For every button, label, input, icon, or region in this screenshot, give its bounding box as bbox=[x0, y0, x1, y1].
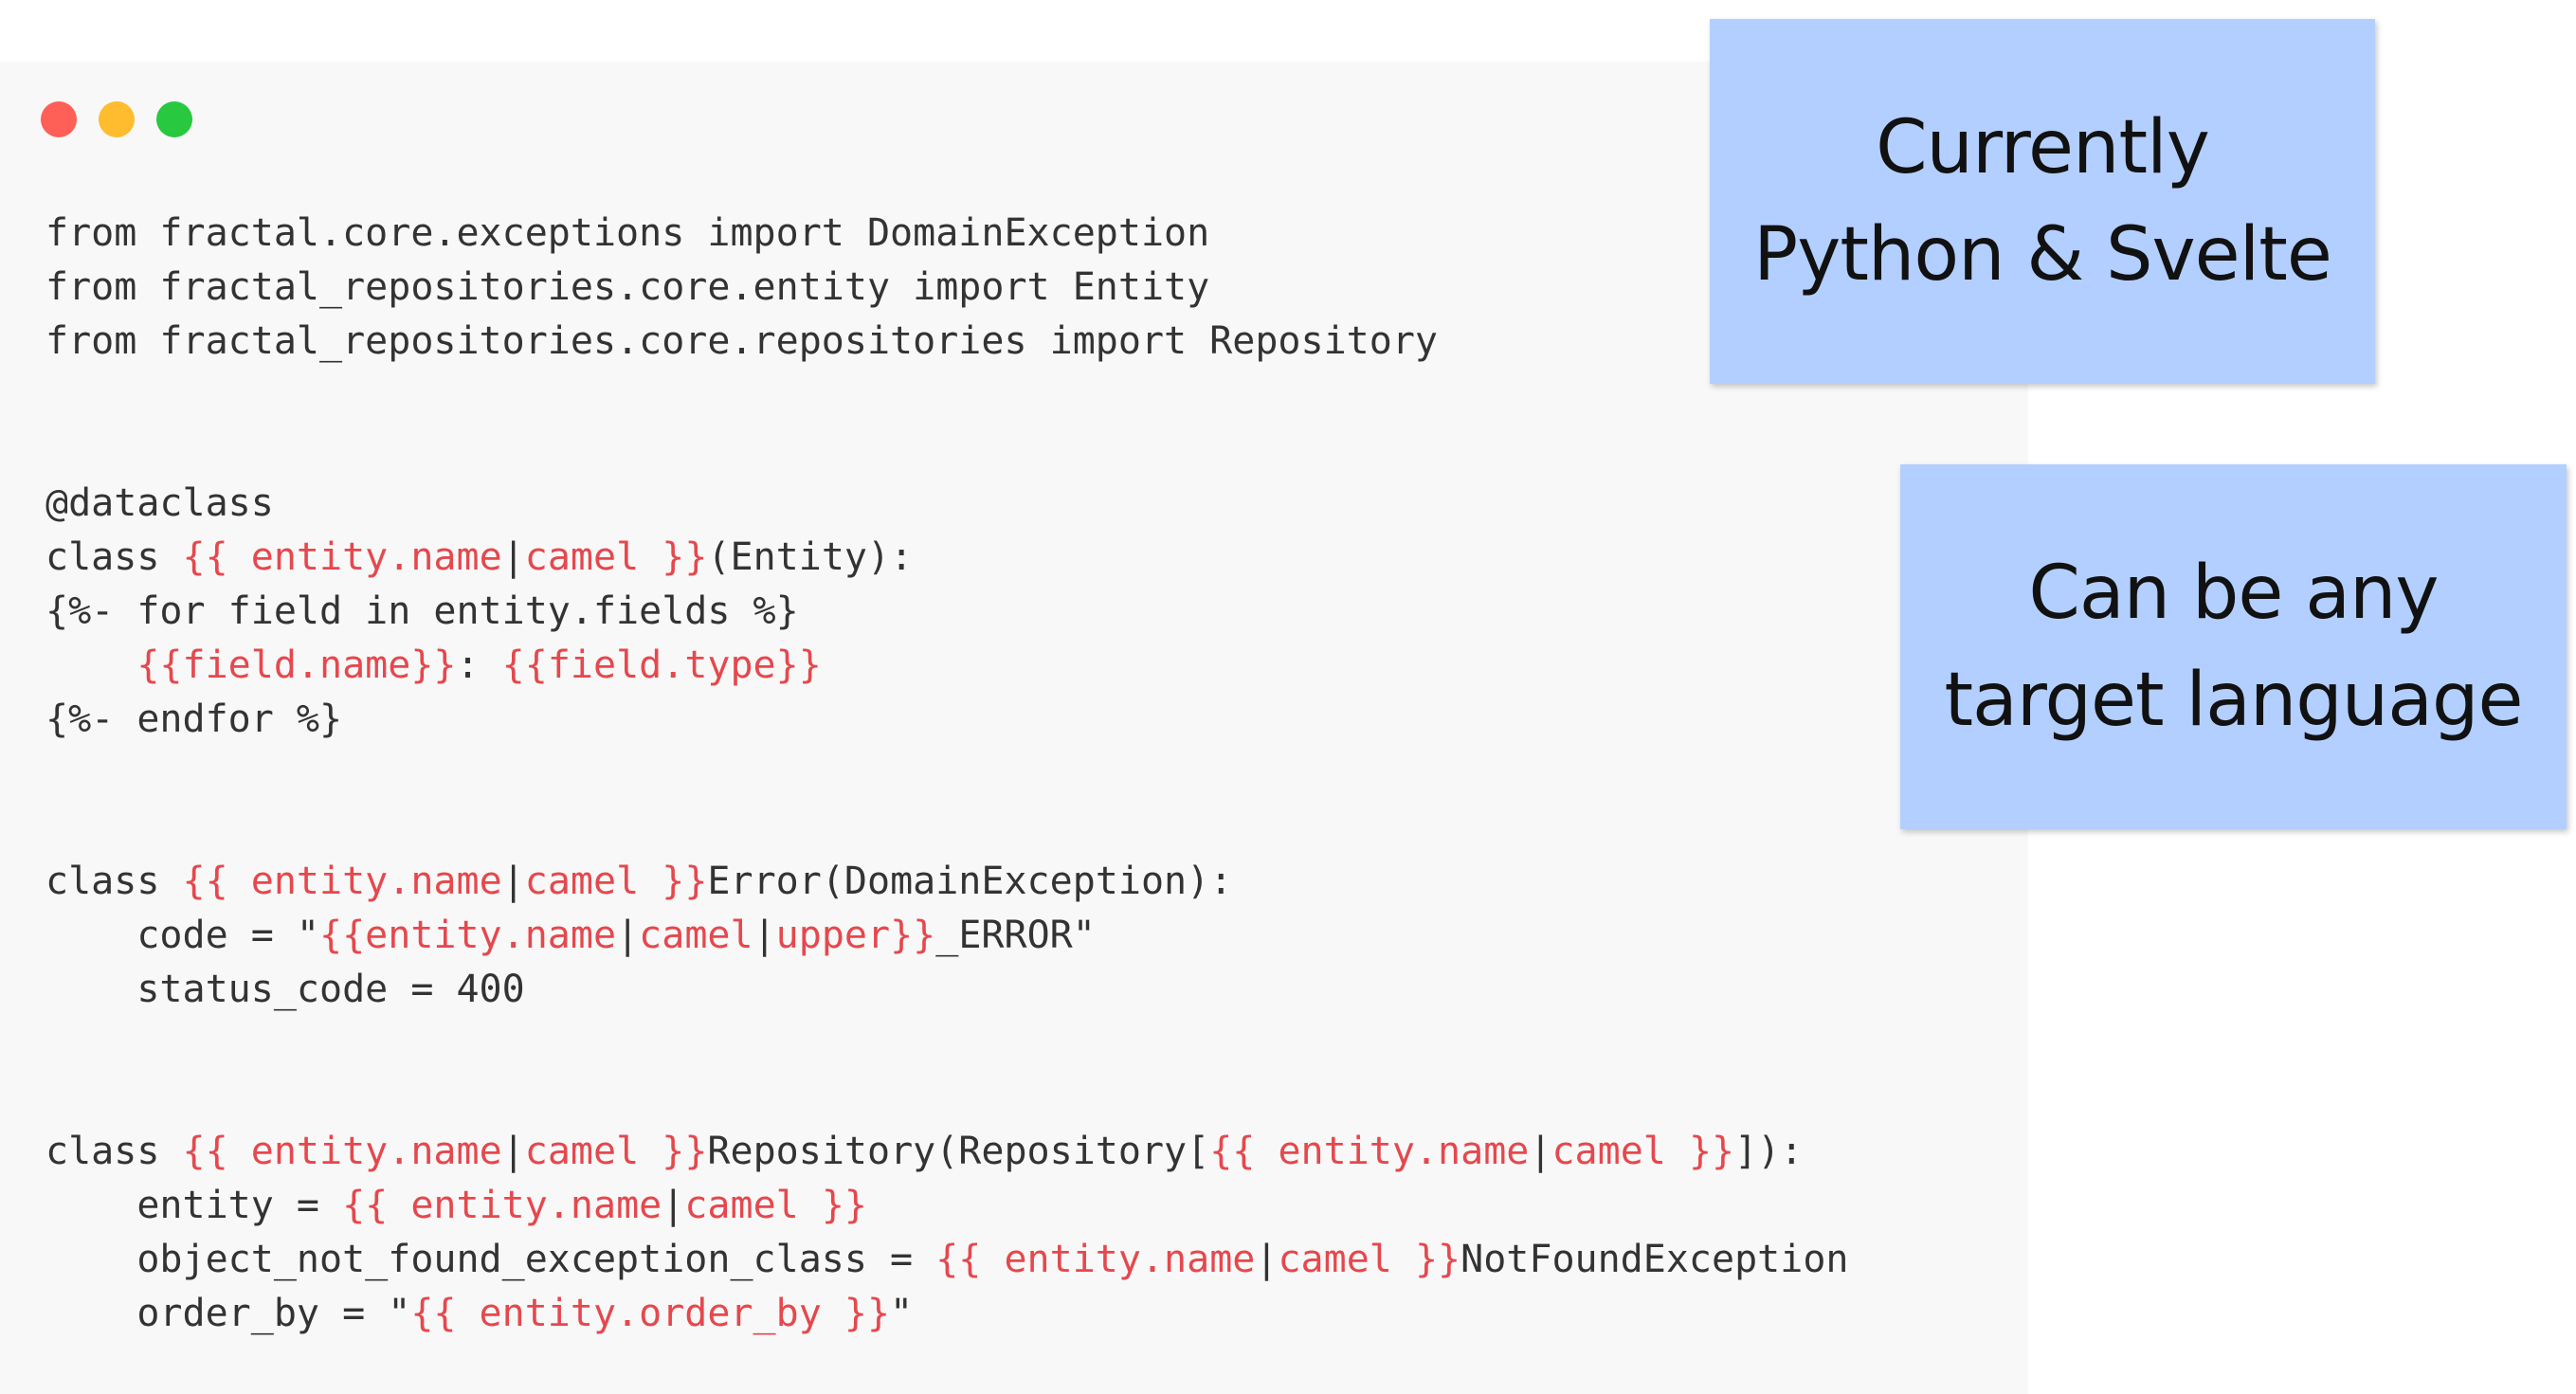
template-token: upper}} bbox=[775, 914, 936, 957]
code-line: status_code = 400 bbox=[45, 963, 1849, 1017]
code-line: entity = {{ entity.name|camel }} bbox=[45, 1179, 1849, 1233]
close-button[interactable] bbox=[41, 101, 77, 137]
code-token: " bbox=[890, 1292, 914, 1335]
template-token: {{ entity.name bbox=[935, 1238, 1256, 1281]
code-token: class bbox=[45, 535, 183, 579]
code-token: object_not_found_exception_class = bbox=[45, 1238, 936, 1281]
code-token: {%- for field in entity.fields %} bbox=[45, 589, 799, 633]
template-token: {{field.type}} bbox=[501, 643, 822, 687]
template-token: camel }} bbox=[524, 860, 708, 903]
note-text-line: Can be any bbox=[2028, 550, 2439, 636]
code-token: ]): bbox=[1734, 1130, 1804, 1173]
code-window bbox=[0, 62, 2028, 1394]
code-token: | bbox=[501, 860, 525, 903]
template-token: {{ entity.name bbox=[182, 1130, 502, 1173]
code-token: class bbox=[45, 1130, 183, 1173]
template-token: {{field.name}} bbox=[136, 643, 457, 687]
code-line: {%- endfor %} bbox=[45, 693, 1849, 747]
template-token: camel }} bbox=[1551, 1130, 1735, 1173]
code-line: order_by = "{{ entity.order_by }}" bbox=[45, 1287, 1849, 1341]
template-token: camel }} bbox=[1278, 1238, 1461, 1281]
code-token: | bbox=[501, 535, 525, 579]
template-token: {{ entity.order_by }} bbox=[410, 1292, 891, 1335]
code-token: class bbox=[45, 860, 183, 903]
code-line: class {{ entity.name|camel }}Repository(… bbox=[45, 1125, 1849, 1179]
template-token: camel bbox=[639, 914, 753, 957]
template-token: {{ entity.name bbox=[182, 860, 502, 903]
code-line bbox=[45, 1071, 1849, 1125]
note-text-line: Python & Svelte bbox=[1753, 211, 2332, 298]
code-line: code = "{{entity.name|camel|upper}}_ERRO… bbox=[45, 909, 1849, 963]
code-token: status_code = 400 bbox=[45, 968, 525, 1011]
code-token: | bbox=[616, 914, 640, 957]
code-line: from fractal_repositories.core.repositor… bbox=[45, 315, 1849, 369]
code-line: @dataclass bbox=[45, 477, 1849, 531]
code-token: code = " bbox=[45, 914, 319, 957]
code-line: object_not_found_exception_class = {{ en… bbox=[45, 1233, 1849, 1287]
code-token: {%- endfor %} bbox=[45, 697, 343, 741]
zoom-button[interactable] bbox=[156, 101, 192, 137]
code-line bbox=[45, 1017, 1849, 1071]
code-token: NotFoundException bbox=[1460, 1238, 1849, 1281]
code-token: | bbox=[1529, 1130, 1552, 1173]
template-token: {{ entity.name bbox=[182, 535, 502, 579]
code-line: from fractal_repositories.core.entity im… bbox=[45, 261, 1849, 315]
note-text-line: target language bbox=[1944, 657, 2523, 743]
code-token: : bbox=[456, 643, 502, 687]
template-token: {{entity.name bbox=[318, 914, 617, 957]
sticky-note-current-languages: Currently Python & Svelte bbox=[1710, 19, 2375, 384]
sticky-note-any-language: Can be any target language bbox=[1900, 464, 2567, 829]
code-token: from fractal.core.exceptions import Doma… bbox=[45, 211, 1210, 255]
code-token: order_by = " bbox=[45, 1292, 411, 1335]
code-token: entity = bbox=[45, 1184, 343, 1227]
template-token: camel }} bbox=[524, 535, 708, 579]
code-token: | bbox=[1255, 1238, 1279, 1281]
code-line bbox=[45, 369, 1849, 423]
minimize-button[interactable] bbox=[99, 101, 135, 137]
code-line: {%- for field in entity.fields %} bbox=[45, 585, 1849, 639]
code-token: Error(DomainException): bbox=[707, 860, 1233, 903]
code-line: {{field.name}}: {{field.type}} bbox=[45, 639, 1849, 693]
code-token: from fractal_repositories.core.entity im… bbox=[45, 265, 1210, 309]
code-line bbox=[45, 801, 1849, 855]
code-block: from fractal.core.exceptions import Doma… bbox=[45, 207, 1849, 1341]
code-line: class {{ entity.name|camel }}Error(Domai… bbox=[45, 855, 1849, 909]
code-line bbox=[45, 423, 1849, 477]
code-token bbox=[45, 643, 136, 687]
template-token: {{ entity.name bbox=[1209, 1130, 1530, 1173]
code-token: | bbox=[501, 1130, 525, 1173]
code-line bbox=[45, 747, 1849, 801]
code-line: class {{ entity.name|camel }}(Entity): bbox=[45, 531, 1849, 585]
code-token: from fractal_repositories.core.repositor… bbox=[45, 319, 1439, 363]
code-token: Repository(Repository[ bbox=[707, 1130, 1210, 1173]
template-token: camel }} bbox=[524, 1130, 708, 1173]
code-token: | bbox=[662, 1184, 685, 1227]
code-line: from fractal.core.exceptions import Doma… bbox=[45, 207, 1849, 261]
code-token: @dataclass bbox=[45, 481, 274, 525]
template-token: {{ entity.name bbox=[342, 1184, 662, 1227]
code-token: | bbox=[753, 914, 776, 957]
template-token: camel }} bbox=[684, 1184, 867, 1227]
code-token: (Entity): bbox=[707, 535, 914, 579]
code-token: _ERROR" bbox=[935, 914, 1096, 957]
note-text-line: Currently bbox=[1876, 104, 2210, 190]
